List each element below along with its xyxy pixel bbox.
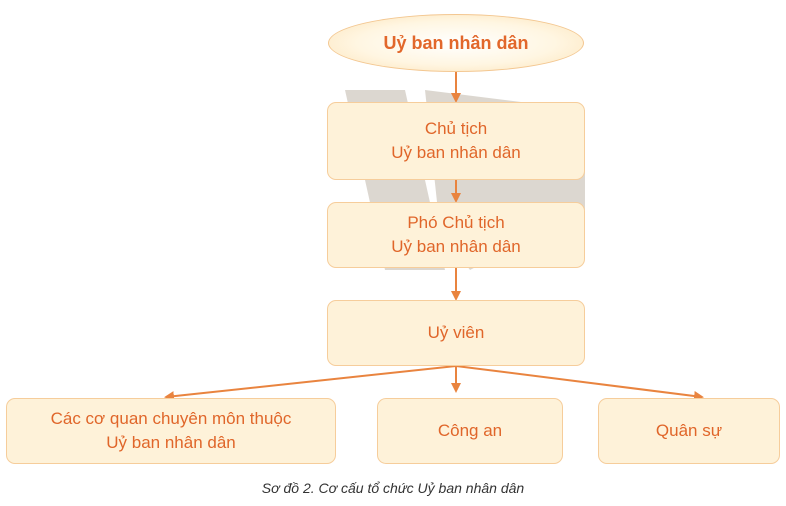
- node-police: Công an: [377, 398, 563, 464]
- node-chairman-line2: Uỷ ban nhân dân: [391, 143, 521, 162]
- node-police-label: Công an: [437, 421, 503, 440]
- node-members: Uỷ viên: [327, 300, 585, 366]
- arrow-members-to-military: [455, 365, 704, 401]
- node-people-committee-label: Uỷ ban nhân dân: [383, 33, 529, 53]
- node-specialized-agencies-line1: Các cơ quan chuyên môn thuộc: [50, 409, 292, 428]
- figure-caption: Sơ đồ 2. Cơ cấu tổ chức Uỷ ban nhân dân: [261, 480, 525, 496]
- node-chairman: Chủ tịch Uỷ ban nhân dân: [327, 102, 585, 180]
- node-chairman-line1: Chủ tịch: [424, 119, 488, 138]
- arrow-members-to-agencies: [164, 365, 457, 402]
- node-vice-chairman-line1: Phó Chủ tịch: [407, 213, 505, 232]
- node-military: Quân sự: [598, 398, 780, 464]
- node-specialized-agencies-line2: Uỷ ban nhân dân: [106, 433, 236, 452]
- node-members-label: Uỷ viên: [427, 323, 485, 342]
- node-people-committee: Uỷ ban nhân dân: [328, 14, 584, 72]
- node-specialized-agencies: Các cơ quan chuyên môn thuộc Uỷ ban nhân…: [6, 398, 336, 464]
- node-vice-chairman: Phó Chủ tịch Uỷ ban nhân dân: [327, 202, 585, 268]
- node-military-label: Quân sự: [655, 421, 723, 440]
- node-vice-chairman-line2: Uỷ ban nhân dân: [391, 237, 521, 256]
